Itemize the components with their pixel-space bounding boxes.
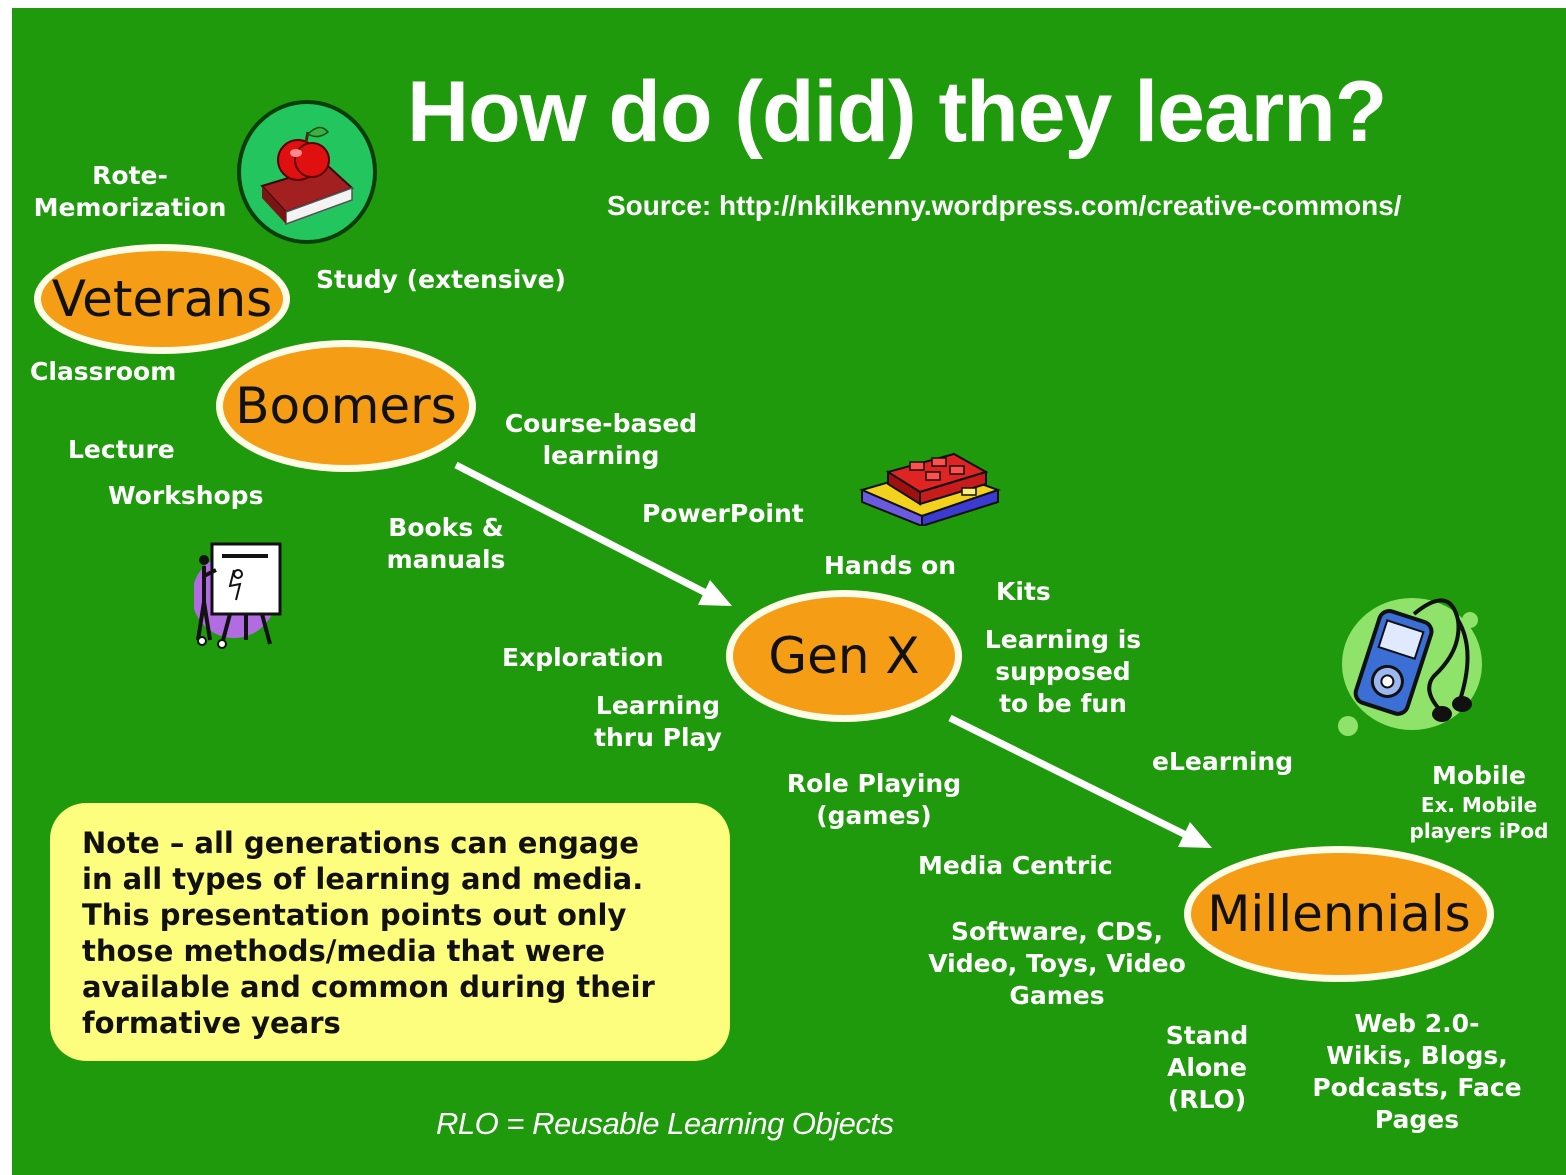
mp3-player-icon xyxy=(1338,598,1482,736)
note-line: formative years xyxy=(82,1006,341,1040)
boomers-ellipse: Boomers xyxy=(216,340,476,472)
arrow-boomers-to-genx xyxy=(454,461,710,598)
study-label: Study (extensive) xyxy=(316,265,566,294)
powerpoint-label: PowerPoint xyxy=(642,499,804,528)
exploration-label: Exploration xyxy=(502,643,664,672)
slide-title: How do (did) they learn? xyxy=(407,64,1387,160)
kits-label: Kits xyxy=(996,577,1051,606)
note-line: in all types of learning and media. xyxy=(82,862,644,896)
mobile-label: Mobile Ex. Mobile players iPod xyxy=(1409,761,1549,843)
veterans-ellipse: Veterans xyxy=(34,244,290,354)
media-centric-label: Media Centric xyxy=(918,851,1113,880)
arrow-genx-to-millennials xyxy=(948,714,1190,840)
software-media-label: Software, CDS, Video, Toys, Video Games xyxy=(928,917,1186,1010)
apple-on-book-icon xyxy=(237,100,377,244)
note-line: This presentation points out only xyxy=(82,898,627,932)
arrowhead-genx xyxy=(698,580,732,606)
rlo-footnote: RLO = Reusable Learning Objects xyxy=(436,1106,894,1141)
hands-on-label: Hands on xyxy=(824,551,957,580)
learning-fun-label: Learning is supposed to be fun xyxy=(984,625,1142,718)
web2-label: Web 2.0- Wikis, Blogs, Podcasts, Face Pa… xyxy=(1312,1009,1522,1134)
lego-blocks-icon xyxy=(859,452,1001,526)
note-line: available and common during their xyxy=(82,970,655,1004)
workshops-label: Workshops xyxy=(108,481,264,510)
learning-thru-play-label: Learning thru Play xyxy=(594,691,722,752)
stand-alone-label: Stand Alone (RLO) xyxy=(1165,1021,1249,1114)
genx-ellipse: Gen X xyxy=(726,590,962,722)
role-playing-label: Role Playing (games) xyxy=(786,769,962,830)
slide: How do (did) they learn? Source: http://… xyxy=(12,8,1566,1175)
millennials-ellipse: Millennials xyxy=(1184,846,1494,982)
lecture-label: Lecture xyxy=(68,435,175,464)
genx-label: Gen X xyxy=(768,627,920,685)
progression-arrows xyxy=(454,461,1212,848)
source-credit: Source: http://nkilkenny.wordpress.com/c… xyxy=(607,190,1402,221)
veterans-label: Veterans xyxy=(51,270,273,328)
boomers-label: Boomers xyxy=(235,377,457,435)
classroom-label: Classroom xyxy=(30,357,177,386)
presenter-easel-icon xyxy=(194,542,282,649)
note-line: those methods/media that were xyxy=(82,934,606,968)
rote-memorization-label: Rote- Memorization xyxy=(33,161,227,222)
books-manuals-label: Books & manuals xyxy=(386,513,506,574)
note-box: Note – all generations can engage in all… xyxy=(50,803,730,1061)
arrowhead-millennials xyxy=(1178,822,1212,848)
elearning-label: eLearning xyxy=(1152,747,1294,776)
note-line: Note – all generations can engage xyxy=(82,826,639,860)
millennials-label: Millennials xyxy=(1207,885,1471,943)
course-based-learning-label: Course-based learning xyxy=(504,409,698,470)
